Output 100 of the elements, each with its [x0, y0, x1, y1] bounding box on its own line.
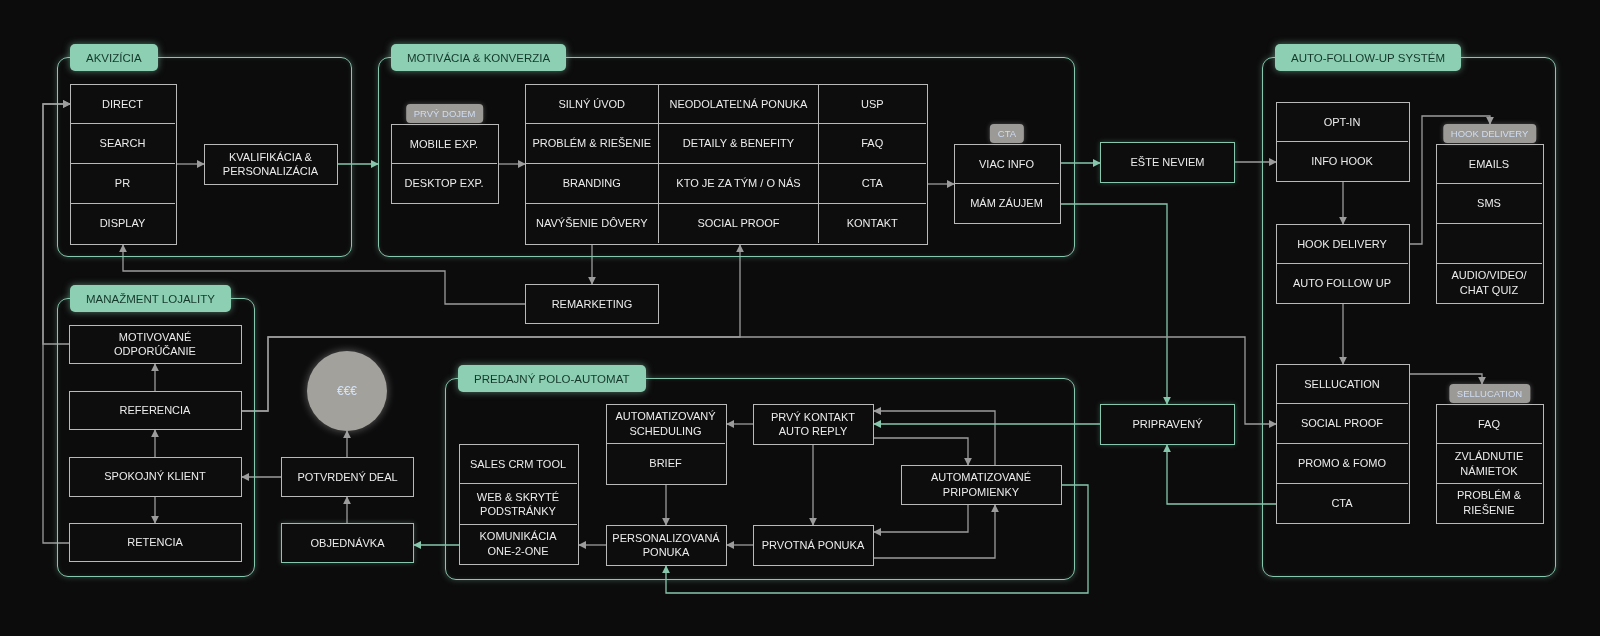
process-box: PRVÝ KONTAKT AUTO REPLY: [752, 403, 874, 445]
list-cell: MOBILE EXP.: [391, 124, 497, 163]
arrow: [1409, 373, 1486, 385]
process-box: RETENCIA: [68, 522, 242, 562]
stacked-list: [605, 403, 727, 485]
arrow: [1060, 203, 1171, 405]
process-box: REFERENCIA: [68, 390, 242, 430]
list-cell: PROBLÉM & RIEŠENIE: [525, 123, 658, 163]
list-cell: KTO JE ZA TÝM / O NÁS: [658, 163, 818, 203]
arrow: [343, 430, 351, 458]
process-box: POTVRDENÝ DEAL: [281, 457, 414, 497]
stacked-list: [1275, 223, 1410, 304]
arrow: [578, 541, 607, 549]
arrow: [241, 336, 1277, 428]
list-cell: PR: [70, 163, 175, 203]
list-cell: ZVLÁDNUTIE NÁMIETOK: [1436, 443, 1542, 483]
arrow: [873, 407, 996, 466]
list-cell: SEARCH: [70, 123, 175, 163]
stacked-list: [69, 83, 177, 245]
list-cell: DIRECT: [70, 84, 175, 123]
section-tag: AKVIZÍCIA: [70, 44, 158, 71]
arrow: [1339, 181, 1347, 225]
list-cell: SILNÝ ÚVOD: [525, 84, 658, 123]
list-cell: PROMO & FOMO: [1276, 443, 1408, 483]
stack-tag: SELLUCATION: [1448, 383, 1531, 403]
list-cell: OPT-IN: [1276, 102, 1408, 141]
arrow: [1234, 158, 1277, 166]
arrow: [413, 541, 460, 549]
list-cell: AUTO FOLLOW UP: [1276, 263, 1408, 302]
list-cell: SELLUCATION: [1276, 364, 1408, 403]
arrow: [498, 160, 526, 168]
process-box: PRVOTNÁ PONUKA: [752, 524, 874, 566]
arrow: [151, 363, 159, 392]
arrow: [151, 496, 159, 524]
arrow: [1163, 444, 1277, 505]
list-cell: SOCIAL PROOF: [658, 203, 818, 243]
list-cell: DETAILY & BENEFITY: [658, 123, 818, 163]
stack-tag: HOOK DELIVERY: [1442, 123, 1537, 143]
arrow: [873, 504, 969, 536]
list-cell: VIAC INFO: [954, 144, 1059, 183]
arrow: [241, 473, 282, 481]
arrow: [176, 160, 205, 168]
arrow: [873, 437, 972, 466]
arrow: [1339, 303, 1347, 365]
arrow: [1060, 159, 1101, 167]
list-cell: BRIEF: [606, 443, 725, 483]
list-cell: AUTOMATIZOVANÝ SCHEDULING: [606, 404, 725, 443]
stack-tag: PRVÝ DOJEM: [405, 103, 484, 123]
arrow: [119, 244, 526, 305]
list-cell: PROBLÉM & RIEŠENIE: [1436, 483, 1542, 522]
section-tag: MANAŽMENT LOJALITY: [70, 285, 231, 312]
section-tag: AUTO-FOLLOW-UP SYSTÉM: [1275, 44, 1461, 71]
list-cell: WEB & SKRYTÉ PODSTRÁNKY: [459, 483, 577, 524]
list-cell: BRANDING: [525, 163, 658, 203]
section-tag: PREDAJNÝ POLO-AUTOMAT: [458, 365, 646, 392]
list-cell: DISPLAY: [70, 203, 175, 243]
arrow: [343, 496, 351, 524]
list-cell: SMS: [1436, 183, 1542, 223]
section-tag: MOTIVÁCIA & KONVERZIA: [391, 44, 567, 71]
stack-tag: CTA: [989, 123, 1025, 143]
process-box: OBJEDNÁVKA: [281, 523, 414, 563]
list-cell: CTA: [1276, 483, 1408, 522]
stacked-list: [524, 83, 928, 245]
process-box: EŠTE NEVIEM: [1100, 142, 1235, 183]
arrow: [809, 444, 817, 526]
arrow: [151, 429, 159, 458]
arrow: [873, 504, 999, 559]
arrow: [1409, 115, 1494, 245]
list-cell: NAVÝŠENIE DÔVERY: [525, 203, 658, 243]
process-box: AUTOMATIZOVANÉ PRIPOMIENKY: [900, 464, 1062, 505]
list-cell: HOOK DELIVERY: [1276, 224, 1408, 263]
list-cell: SOCIAL PROOF: [1276, 403, 1408, 443]
process-box: REMARKETING: [525, 284, 659, 324]
process-box: PRIPRAVENÝ: [1100, 404, 1235, 445]
arrow: [42, 100, 71, 345]
process-box: MOTIVOVANÉ ODPORÚČANIE: [68, 324, 242, 364]
arrow: [337, 160, 379, 168]
process-box: KVALIFIKÁCIA & PERSONALIZÁCIA: [203, 143, 338, 185]
process-box: PERSONALIZOVANÁ PONUKA: [605, 524, 727, 566]
list-cell: CTA: [818, 163, 926, 203]
arrow: [726, 420, 754, 428]
arrow: [927, 180, 955, 188]
arrow: [588, 244, 596, 285]
process-box: SPOKOJNÝ KLIENT: [68, 456, 242, 497]
list-cell: EMAILS: [1436, 144, 1542, 183]
list-cell: AUDIO/VIDEO/ CHAT QUIZ: [1436, 263, 1542, 302]
arrow: [873, 420, 1101, 428]
stacked-list: [458, 443, 579, 565]
list-cell: MÁM ZÁUJEM: [954, 183, 1059, 222]
list-cell: KOMUNIKÁCIA ONE-2-ONE: [459, 524, 577, 563]
arrow: [726, 541, 754, 549]
list-cell: FAQ: [1436, 404, 1542, 443]
stacked-list: [1275, 101, 1410, 182]
revenue-circle: €€€: [307, 351, 387, 431]
arrow: [662, 484, 670, 526]
list-cell: KONTAKT: [818, 203, 926, 243]
list-cell: USP: [818, 84, 926, 123]
list-cell: DESKTOP EXP.: [391, 163, 497, 202]
list-cell: NEODOLATEĽNÁ PONUKA: [658, 84, 818, 123]
stacked-list: [1275, 363, 1410, 524]
